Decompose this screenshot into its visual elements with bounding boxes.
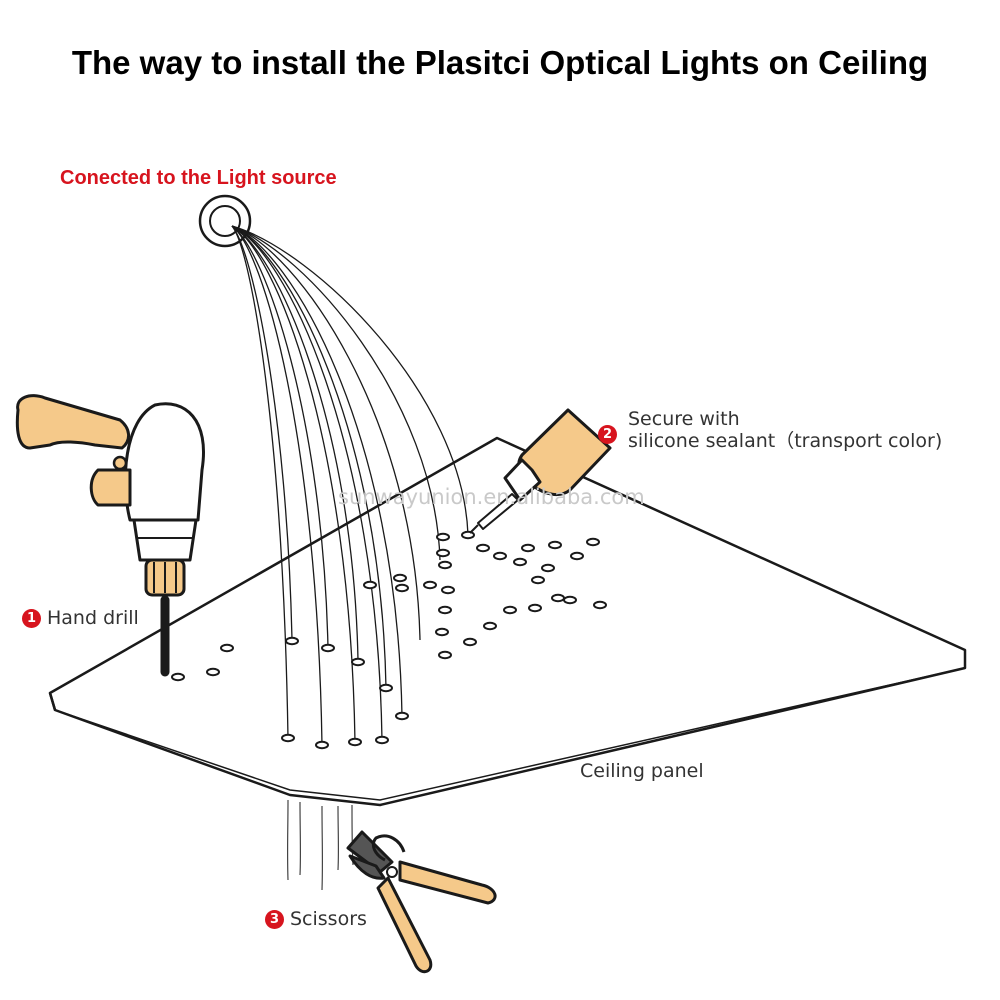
drill-hole <box>348 737 362 747</box>
step-silicone-sealant: 2 Secure with silicone sealant（transport… <box>598 408 942 452</box>
page-title: The way to install the Plasitci Optical … <box>71 44 929 81</box>
step-label: Hand drill <box>47 607 139 629</box>
step-scissors: 3 Scissors <box>265 908 367 930</box>
fiber-bundle <box>231 225 469 746</box>
drill-hole <box>593 600 607 610</box>
step-number-badge: 3 <box>265 910 284 929</box>
drill-hole <box>586 537 600 547</box>
silicone-sealant-bottle-icon <box>469 408 612 534</box>
optical-fiber <box>231 225 441 561</box>
scissors-icon <box>346 830 497 974</box>
drill-hole <box>423 580 437 590</box>
drill-hole <box>436 548 450 558</box>
drill-hole <box>351 657 365 667</box>
drill-hole <box>541 563 555 573</box>
drill-hole <box>438 650 452 660</box>
drill-hole <box>363 580 377 590</box>
drill-hole <box>563 595 577 605</box>
drill-hole <box>528 603 542 613</box>
drill-hole <box>551 593 565 603</box>
fibers-below-panel <box>286 799 354 891</box>
drill-hole <box>493 551 507 561</box>
drill-hole <box>395 583 409 593</box>
drill-hole <box>315 740 329 750</box>
drill-hole <box>436 532 450 542</box>
drill-hole <box>321 643 335 653</box>
optical-fiber <box>231 225 323 746</box>
hand-drill-icon <box>15 394 205 677</box>
step-number-badge: 1 <box>22 609 41 628</box>
step-label-line2: silicone sealant（transport color) <box>628 430 943 452</box>
optical-fiber <box>231 225 293 641</box>
drill-hole <box>570 551 584 561</box>
drill-hole <box>476 543 490 553</box>
drill-hole <box>438 560 452 570</box>
drilled-holes <box>171 530 607 750</box>
drill-hole <box>171 672 185 682</box>
optical-fiber <box>231 225 387 689</box>
optical-fiber <box>231 225 359 661</box>
drill-hole <box>393 573 407 583</box>
step-label-line1: Secure with <box>628 408 740 430</box>
ceiling-panel-label: Ceiling panel <box>580 760 704 782</box>
drill-hole <box>435 627 449 637</box>
drill-hole <box>395 711 409 721</box>
light-source-ring <box>198 194 252 248</box>
step-number-badge: 2 <box>598 425 617 444</box>
step-hand-drill: 1 Hand drill <box>22 607 139 629</box>
drill-hole <box>379 683 393 693</box>
optical-fiber <box>231 225 329 649</box>
watermark: sunwayunion.en.alibaba.com <box>338 485 645 509</box>
drill-hole <box>375 735 389 745</box>
light-source-label: Conected to the Light source <box>60 167 337 189</box>
drill-hole <box>513 557 527 567</box>
drill-hole <box>521 543 535 553</box>
drill-hole <box>220 643 234 653</box>
optical-fiber <box>231 225 356 743</box>
drill-hole <box>281 733 295 743</box>
drill-hole <box>463 637 477 647</box>
drill-hole <box>441 585 455 595</box>
drill-hole <box>548 540 562 550</box>
optical-fiber <box>231 225 289 739</box>
optical-fiber <box>231 225 469 536</box>
drill-hole <box>483 621 497 631</box>
optical-fiber <box>231 225 383 741</box>
drill-hole <box>503 605 517 615</box>
optical-fiber <box>231 225 421 641</box>
drill-hole <box>285 636 299 646</box>
drill-hole <box>531 575 545 585</box>
step-label: Scissors <box>290 908 367 930</box>
drill-hole <box>206 667 220 677</box>
drill-hole <box>461 530 475 540</box>
drill-hole <box>438 605 452 615</box>
optical-fiber <box>231 225 403 717</box>
